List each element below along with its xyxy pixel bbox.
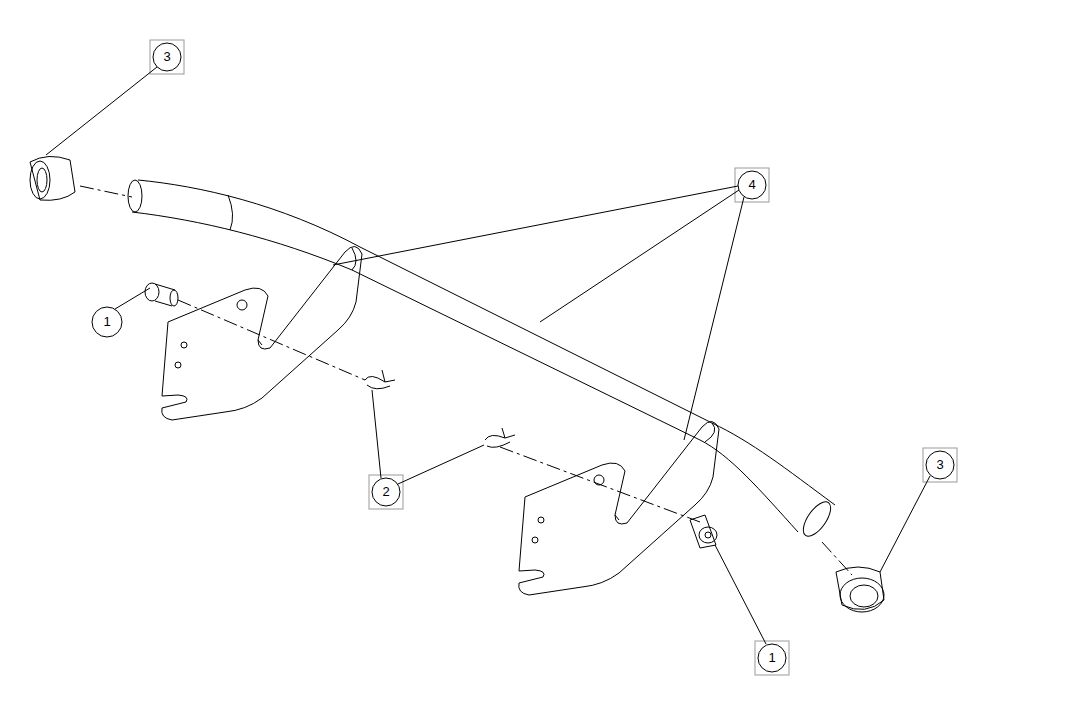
callout-number: 3 (155, 48, 179, 66)
leader-lines (46, 67, 930, 644)
hair-clips (365, 370, 515, 447)
tube (128, 180, 836, 541)
callout-number: 2 (374, 483, 398, 501)
center-lines (80, 186, 852, 575)
callout-number: 3 (928, 456, 952, 474)
callout-number: 1 (95, 313, 119, 331)
callout-frames (92, 40, 957, 675)
clevis-pins (145, 283, 717, 548)
end-caps (30, 156, 884, 612)
bracket-plate (162, 246, 362, 420)
bracket-plate (519, 421, 719, 595)
callout-number: 4 (740, 176, 764, 194)
callout-number: 1 (760, 649, 784, 667)
